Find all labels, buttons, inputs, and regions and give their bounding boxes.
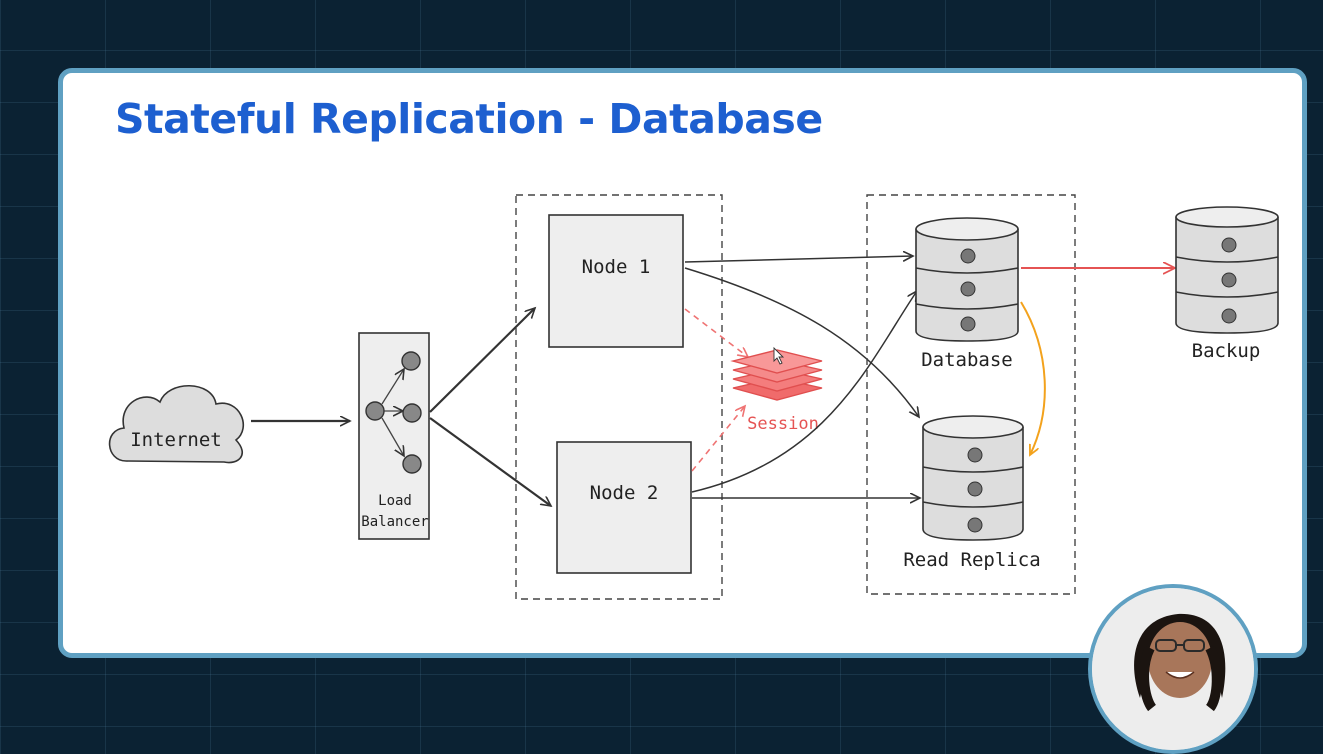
database-icon — [922, 415, 1024, 541]
replication-arrow — [1020, 301, 1046, 455]
database-icon — [1175, 206, 1279, 334]
nodes-group — [515, 194, 723, 600]
mouse-cursor-icon — [773, 346, 785, 365]
backup-label: Backup — [1192, 340, 1261, 362]
lb-to-node2-arrow — [429, 417, 551, 506]
read-replica-label: Read Replica — [903, 549, 1040, 571]
internet-cloud: Internet — [108, 384, 245, 464]
presenter-webcam — [1088, 584, 1258, 754]
node2-to-database-arrow — [691, 291, 917, 493]
lb-to-node1-arrow — [429, 308, 535, 413]
load-balancer-label-line2: Balancer — [361, 514, 428, 530]
load-balancer: Load Balancer — [358, 332, 430, 540]
internet-label: Internet — [130, 429, 222, 451]
database-label: Database — [921, 349, 1013, 371]
node1-to-session-arrow — [684, 308, 748, 357]
lb-target-dot — [401, 351, 421, 371]
node-1: Node 1 — [548, 214, 684, 348]
node-1-label: Node 1 — [582, 256, 651, 278]
load-balancer-label-line1: Load — [378, 493, 412, 509]
database-group — [866, 194, 1076, 595]
session-store: Session — [730, 349, 823, 434]
slide-title: Stateful Replication - Database — [115, 95, 823, 143]
lb-target-dot — [402, 454, 422, 474]
architecture-diagram: Internet Load Balancer Node 1 Node 2 — [108, 194, 1279, 600]
node-2-label: Node 2 — [590, 482, 659, 504]
node1-to-database-arrow — [684, 256, 913, 263]
person-avatar — [1092, 588, 1254, 750]
node-2: Node 2 — [556, 441, 692, 574]
cloud-icon — [108, 384, 245, 464]
layers-icon — [730, 349, 823, 401]
node2-to-session-arrow — [691, 406, 745, 472]
node1-to-read-replica-arrow — [684, 267, 919, 417]
session-label: Session — [747, 414, 819, 434]
database-icon — [915, 217, 1019, 342]
lb-target-dot — [402, 403, 422, 423]
lb-source-dot — [365, 401, 385, 421]
